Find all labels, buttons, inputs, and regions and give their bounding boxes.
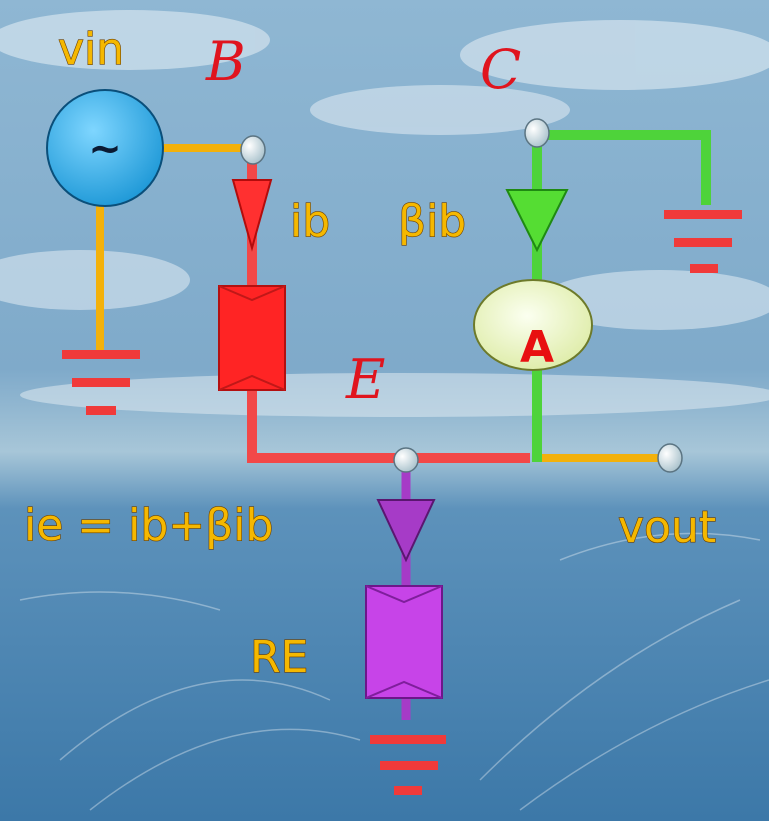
ground-symbol-collector bbox=[664, 210, 742, 273]
emitter-resistor bbox=[365, 585, 443, 699]
node-output bbox=[657, 443, 683, 473]
ib-arrow bbox=[231, 179, 273, 252]
beta-ib-label: βib bbox=[398, 196, 466, 247]
node-c-label: C bbox=[480, 38, 521, 101]
ac-source-symbol: ~ bbox=[88, 126, 122, 172]
node-collector bbox=[524, 118, 550, 148]
ground-symbol-emitter bbox=[370, 735, 446, 795]
water-spray-decoration bbox=[19, 532, 769, 811]
ib-label: ib bbox=[290, 196, 330, 247]
node-emitter bbox=[393, 447, 419, 473]
node-base bbox=[240, 135, 266, 165]
ground-symbol-source bbox=[62, 350, 140, 415]
vout-label: vout bbox=[618, 502, 716, 553]
vin-label: vin bbox=[58, 24, 124, 75]
beta-ib-arrow bbox=[505, 189, 569, 253]
ac-source bbox=[46, 89, 164, 207]
base-resistor bbox=[218, 285, 286, 391]
ie-arrow bbox=[376, 499, 436, 563]
cloud-decoration bbox=[0, 10, 769, 417]
re-label: RE bbox=[250, 632, 308, 683]
amplifier-label: A bbox=[520, 322, 554, 373]
emitter-resistor-bevel bbox=[365, 585, 443, 699]
node-e-label: E bbox=[345, 348, 385, 411]
base-resistor-bevel bbox=[218, 285, 286, 391]
current-amplifier bbox=[473, 279, 593, 371]
ie-equation-label: ie = ib+βib bbox=[24, 500, 273, 551]
node-b-label: B bbox=[205, 30, 246, 93]
collector-ground-wire bbox=[537, 130, 711, 205]
